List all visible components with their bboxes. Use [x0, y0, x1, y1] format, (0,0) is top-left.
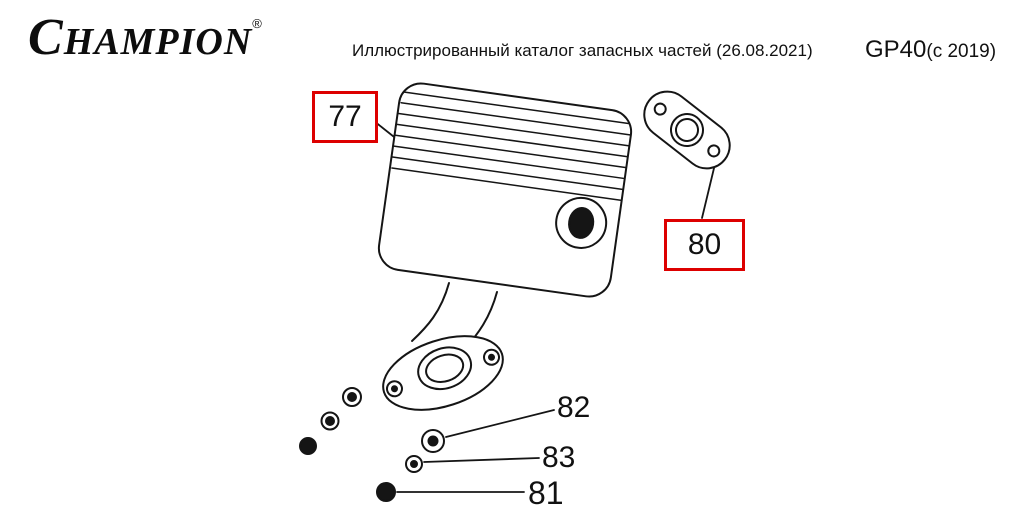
callout-82: 82	[557, 391, 591, 424]
plug-81-illustration	[376, 482, 396, 502]
pipe-flange-illustration	[382, 335, 504, 411]
washer-83-illustration	[405, 455, 423, 473]
small-fasteners-illustration	[299, 387, 362, 455]
catalog-title: Иллюстрированный каталог запасных частей…	[352, 41, 813, 60]
model-year-range: (с 2019)	[926, 41, 997, 62]
model-name: GP40	[865, 36, 927, 63]
logo-text: CHAMPION	[28, 9, 253, 66]
registered-trademark-symbol: ®	[252, 16, 262, 31]
callout-77[interactable]: 77	[312, 91, 378, 143]
champion-logo: CHAMPION®	[28, 8, 262, 67]
leader-line-80	[701, 163, 716, 219]
callout-81: 81	[528, 475, 564, 511]
washer-82-illustration	[421, 429, 445, 453]
exhaust-pipe	[411, 282, 450, 342]
gasket-illustration	[643, 90, 731, 170]
muffler-illustration	[377, 82, 633, 298]
model-code: GP40(с 2019)	[865, 36, 996, 64]
leader-line-82	[445, 409, 555, 438]
callout-83: 83	[542, 441, 576, 474]
muffler-outlet	[555, 196, 608, 249]
callout-80[interactable]: 80	[664, 219, 745, 271]
leader-line-83	[423, 457, 540, 463]
